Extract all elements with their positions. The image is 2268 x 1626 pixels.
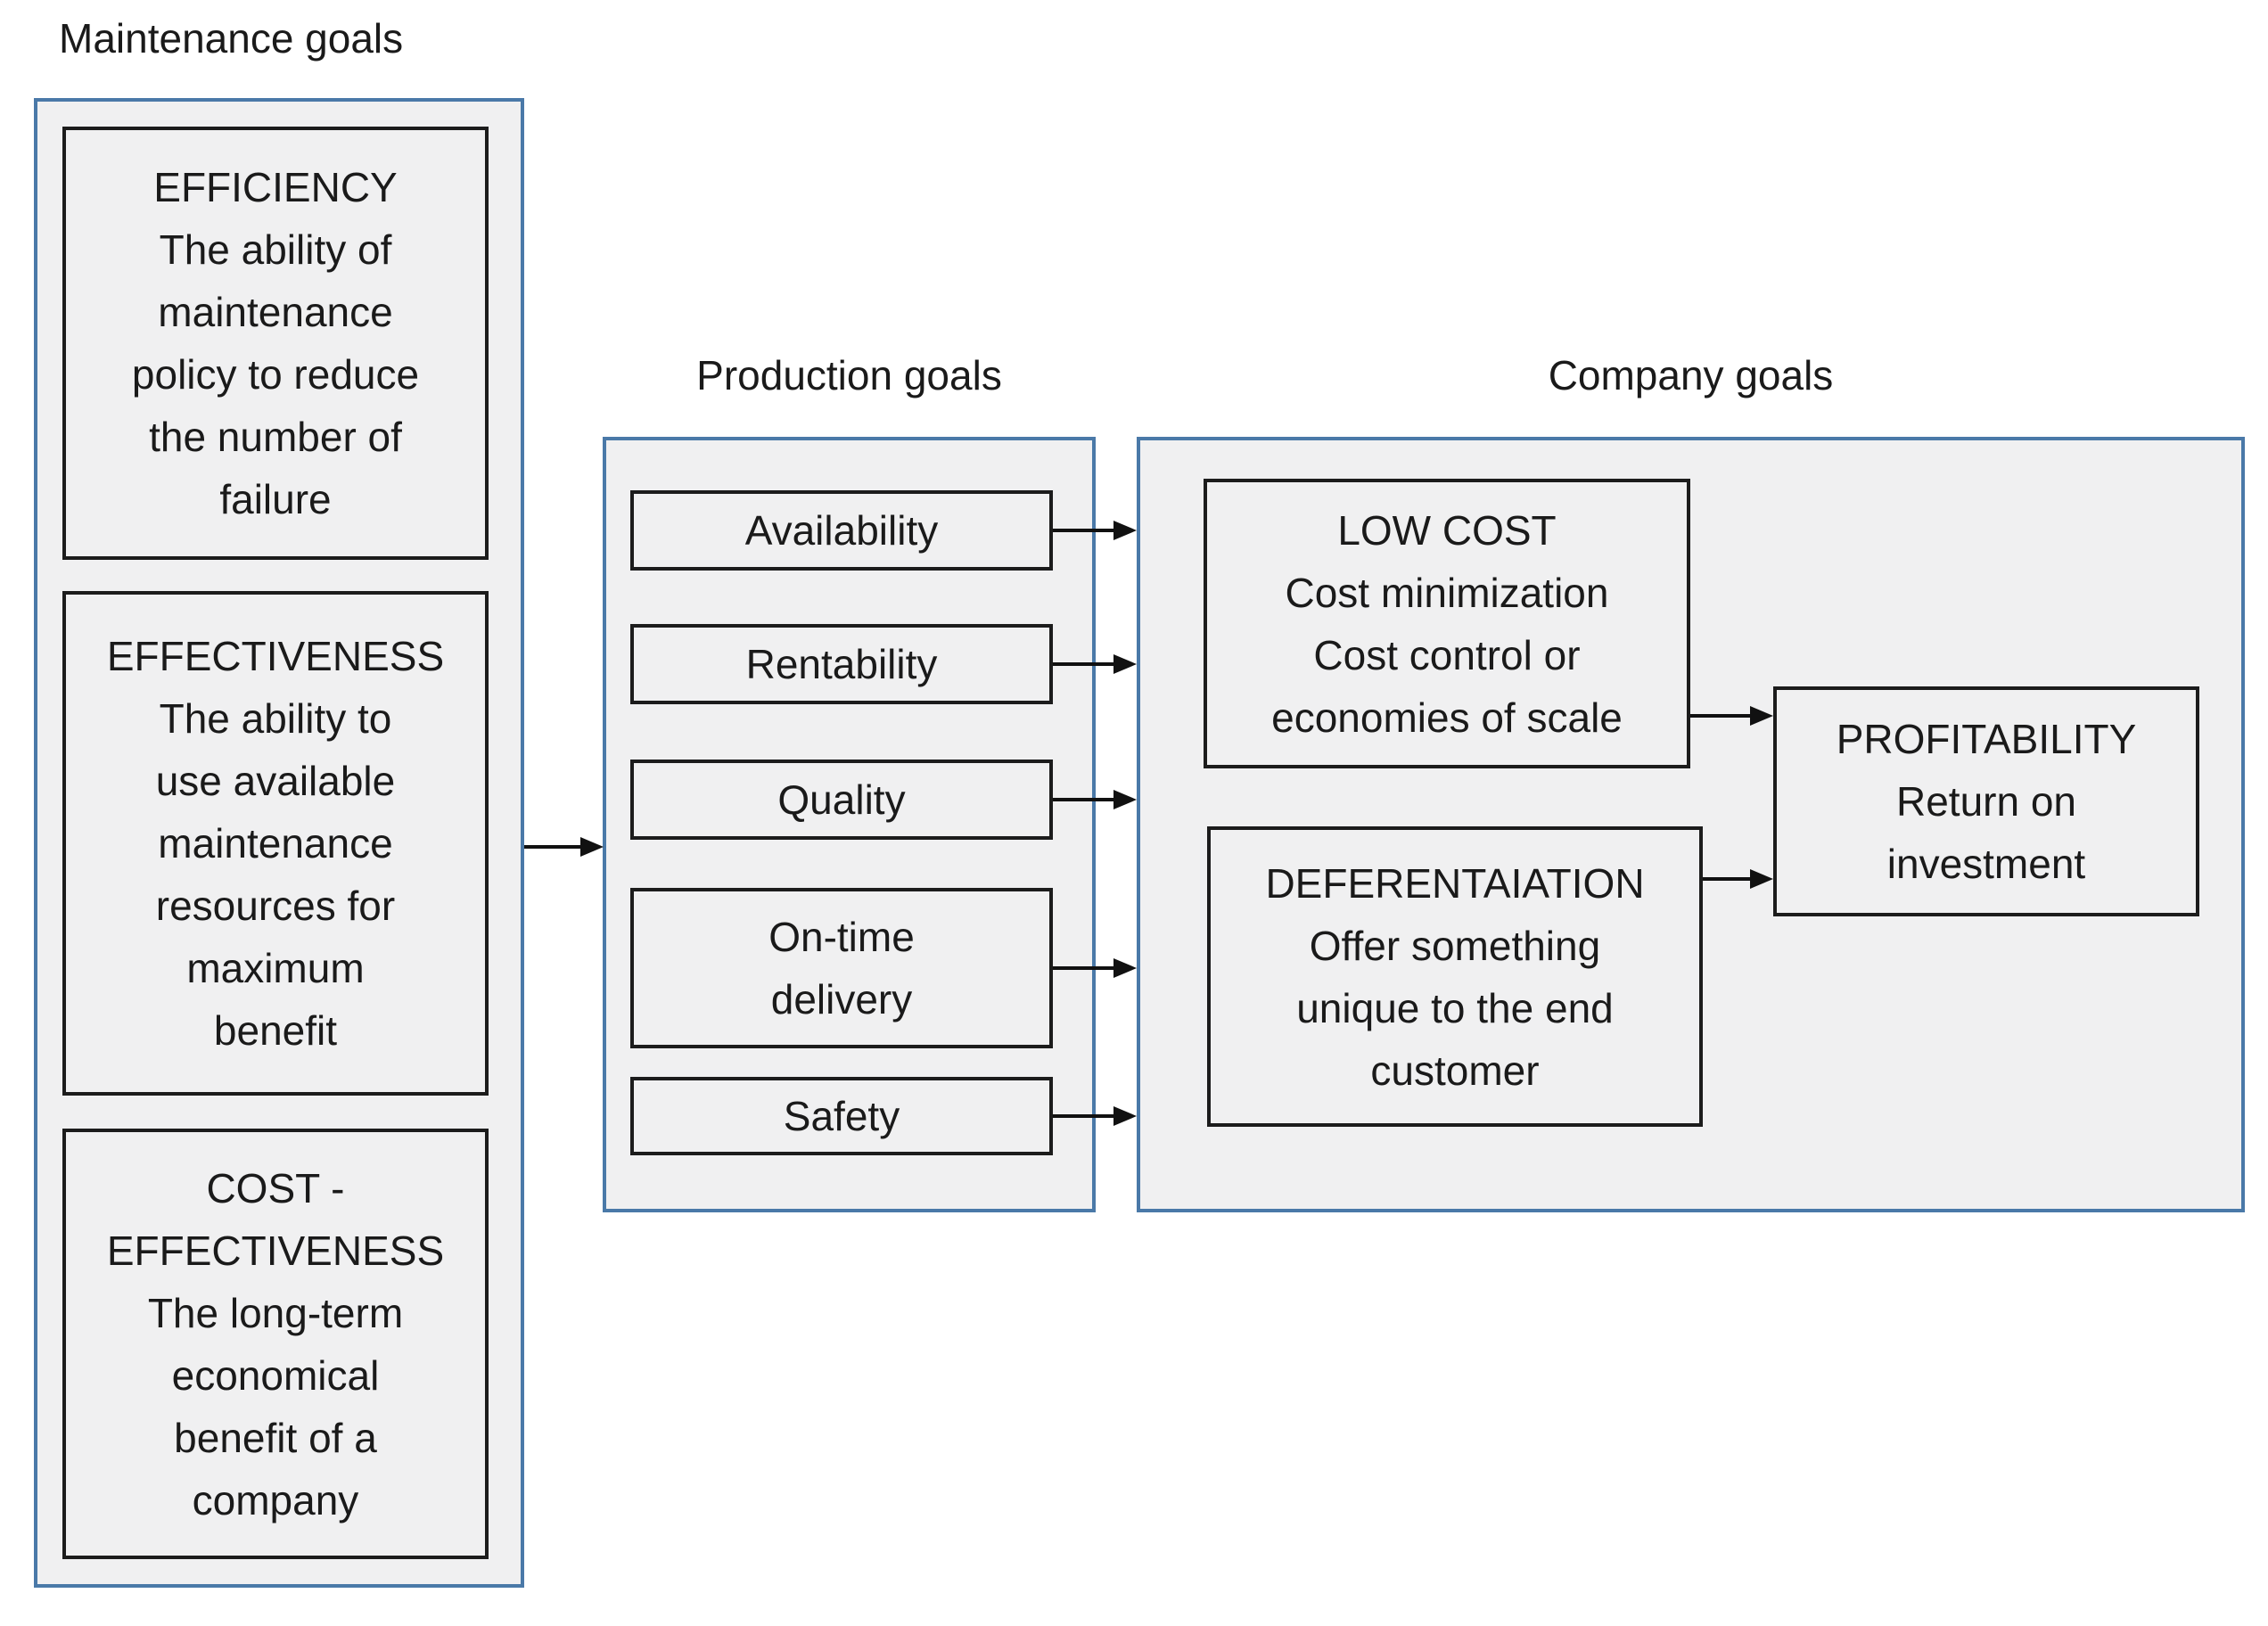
availability-box: Availability	[630, 490, 1053, 571]
low-cost-box: LOW COST Cost minimization Cost control …	[1204, 479, 1690, 768]
arrow-differentiation-to-profitability	[1703, 877, 1750, 881]
arrow-safety-to-company	[1053, 1114, 1113, 1118]
on-time-delivery-box: On-time delivery	[630, 888, 1053, 1048]
arrow-maintenance-to-production	[524, 845, 580, 849]
profitability-box: PROFITABILITY Return on investment	[1773, 686, 2199, 916]
arrow-quality-to-company	[1053, 798, 1113, 801]
company-goals-title: Company goals	[1548, 352, 1834, 398]
production-goals-title: Production goals	[696, 352, 1002, 398]
quality-box: Quality	[630, 760, 1053, 840]
differentiation-box: DEFERENTAIATION Offer something unique t…	[1207, 826, 1703, 1127]
arrow-availability-to-company	[1053, 529, 1113, 532]
arrow-rentability-to-company	[1053, 662, 1113, 666]
safety-box: Safety	[630, 1077, 1053, 1155]
efficiency-box: EFFICIENCY The ability of maintenance po…	[62, 127, 489, 560]
rentability-box: Rentability	[630, 624, 1053, 704]
cost-effectiveness-box: COST - EFFECTIVENESS The long-term econo…	[62, 1129, 489, 1559]
arrow-on-time-delivery-to-company	[1053, 966, 1113, 970]
maintenance-goals-title: Maintenance goals	[59, 15, 404, 62]
arrow-low-cost-to-profitability	[1690, 714, 1750, 718]
effectiveness-box: EFFECTIVENESS The ability to use availab…	[62, 591, 489, 1096]
